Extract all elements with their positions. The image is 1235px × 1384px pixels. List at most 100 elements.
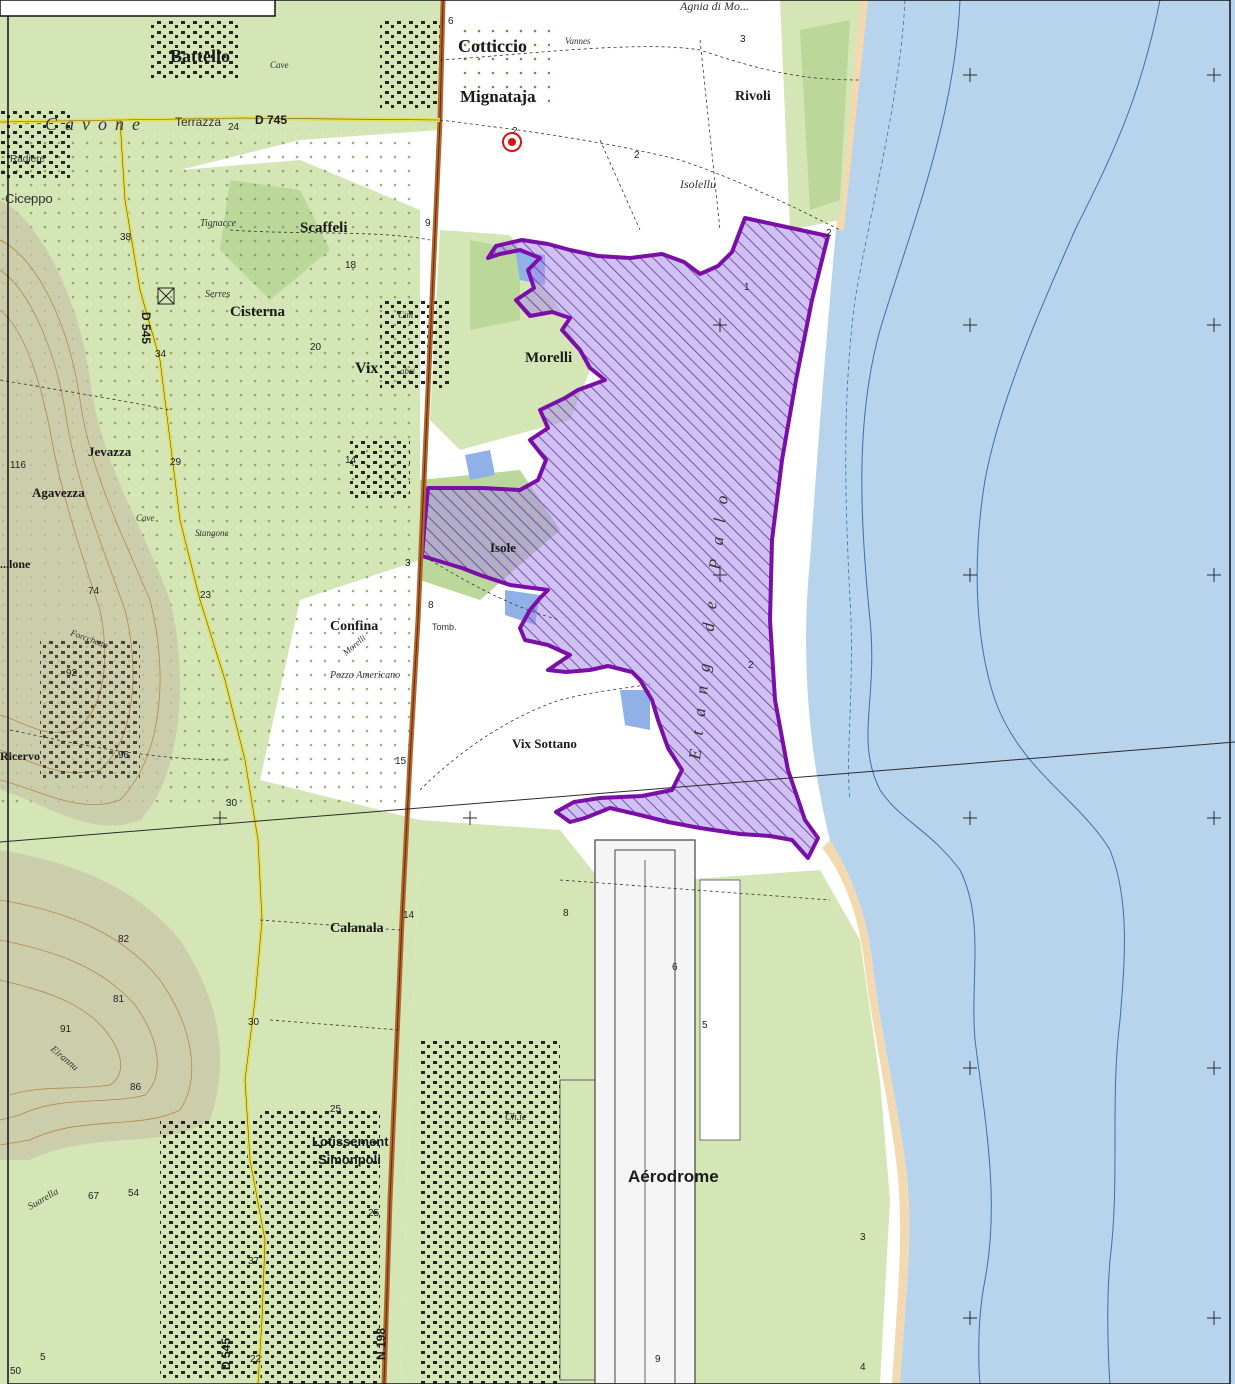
label-battello: Battello <box>170 46 230 66</box>
label-mignataja: Mignataja <box>460 87 536 106</box>
label-ricervo: Ricervo <box>0 749 40 763</box>
svg-text:50: 50 <box>10 1366 22 1377</box>
svg-text:14: 14 <box>403 910 415 921</box>
label-n198: N 198 <box>374 1328 388 1360</box>
label-aerodrome: Aérodrome <box>628 1167 719 1186</box>
beach <box>822 0 910 1384</box>
road-d545-edge <box>0 117 441 1384</box>
label-abri: abri <box>400 366 416 376</box>
road-n198-center <box>383 0 444 1384</box>
svg-text:20: 20 <box>310 342 322 353</box>
svg-text:24: 24 <box>228 122 240 133</box>
svg-text:5: 5 <box>702 1020 708 1031</box>
svg-text:30: 30 <box>248 1017 260 1028</box>
svg-text:3: 3 <box>860 1232 866 1243</box>
svg-text:1: 1 <box>744 282 750 293</box>
label-ciceppo: Ciceppo <box>5 191 53 206</box>
label-scaffeli: Scaffeli <box>300 220 347 236</box>
label-terrazza: Terrazza <box>175 115 221 129</box>
svg-text:5: 5 <box>40 1352 46 1363</box>
svg-text:14: 14 <box>345 455 357 466</box>
label-calanala: Calanala <box>330 921 384 936</box>
map-border <box>7 0 1231 1384</box>
svg-text:38: 38 <box>120 232 132 243</box>
svg-text:4: 4 <box>860 1362 866 1373</box>
greenhouse-icon <box>157 287 175 305</box>
svg-text:15: 15 <box>395 756 407 767</box>
label-radiere: Radiere <box>10 154 45 165</box>
svg-text:91: 91 <box>60 1024 72 1035</box>
svg-text:92: 92 <box>66 668 78 679</box>
red-landmark-icon <box>502 132 522 152</box>
label-cave-1: Cave <box>270 60 289 70</box>
label-jevazza: Jevazza <box>88 444 132 459</box>
label-cotticcio: Cotticcio <box>458 36 527 56</box>
svg-text:2: 2 <box>634 150 640 161</box>
label-chie: Ch.ie <box>505 1112 527 1123</box>
svg-text:3: 3 <box>740 34 746 45</box>
label-ralone: ...lone <box>0 557 31 571</box>
protected-zone-etang-de-palo[interactable] <box>420 216 830 860</box>
grid-crosses <box>213 68 1221 1325</box>
svg-text:6: 6 <box>672 962 678 973</box>
svg-text:30: 30 <box>226 798 238 809</box>
svg-text:6: 6 <box>448 16 454 27</box>
svg-text:116: 116 <box>10 460 26 471</box>
label-isolellu: Isolellu <box>679 177 716 191</box>
label-tignacce: Tignacce <box>200 218 237 229</box>
svg-text:37: 37 <box>248 1256 260 1267</box>
svg-text:29: 29 <box>170 457 182 468</box>
label-confina: Confina <box>330 619 378 634</box>
label-vannes: Vannes <box>565 36 591 46</box>
label-cave-2: Cave <box>136 513 155 523</box>
contour-lines <box>0 239 193 1146</box>
svg-text:81: 81 <box>113 994 125 1005</box>
label-vix: Vix <box>355 360 378 377</box>
top-left-frame <box>0 0 276 17</box>
depth-contour-5m <box>861 0 992 1384</box>
svg-text:8: 8 <box>563 908 569 919</box>
tracks <box>0 39 861 1031</box>
svg-text:3: 3 <box>405 558 411 569</box>
label-pozzo-americano: Pozzo Americano <box>329 670 400 681</box>
svg-text:2: 2 <box>512 126 518 137</box>
label-rivoli: Rivoli <box>735 89 771 104</box>
svg-text:9: 9 <box>655 1354 661 1365</box>
svg-text:86: 86 <box>130 1082 142 1093</box>
label-cavone: Cavone <box>45 114 148 134</box>
label-cisterna: Cisterna <box>230 304 285 320</box>
label-agnia: Agnia di Mo... <box>679 0 749 13</box>
svg-text:9: 9 <box>425 218 431 229</box>
svg-text:74: 74 <box>88 586 100 597</box>
label-serres: Serres <box>205 289 230 300</box>
svg-text:34: 34 <box>155 349 167 360</box>
aerodrome <box>559 839 741 1384</box>
label-tomb: Tomb. <box>432 622 457 632</box>
label-simonpoli: Simonpoli <box>318 1152 381 1167</box>
built-areas <box>0 20 560 1384</box>
svg-text:25: 25 <box>330 1104 342 1115</box>
label-agavezza: Agavezza <box>32 485 85 500</box>
svg-text:23: 23 <box>200 590 212 601</box>
sea <box>806 0 1235 1384</box>
depth-contour-dashed <box>845 0 906 801</box>
svg-text:18: 18 <box>345 260 357 271</box>
svg-text:82: 82 <box>118 934 130 945</box>
label-lotissement: Lotissement <box>312 1134 389 1149</box>
svg-text:22: 22 <box>250 1354 262 1365</box>
depth-contour-10m <box>976 0 1161 1384</box>
spot-heights: 6 24 3 38 9 18 2 34 20 2 29 14 116 23 74… <box>10 16 866 1377</box>
svg-text:8: 8 <box>428 600 434 611</box>
label-isole: Isole <box>490 540 516 555</box>
svg-text:2: 2 <box>826 228 832 239</box>
svg-text:54: 54 <box>128 1188 140 1199</box>
label-d745: D 745 <box>255 113 287 127</box>
label-cim: Cim <box>398 310 414 320</box>
label-vix-sottano: Vix Sottano <box>512 736 577 751</box>
label-d545-south: D 545 <box>219 1338 233 1370</box>
label-stangone: Stangone <box>195 528 229 538</box>
label-d545-north: D 545 <box>139 312 153 344</box>
grid-line-south <box>0 741 1235 843</box>
